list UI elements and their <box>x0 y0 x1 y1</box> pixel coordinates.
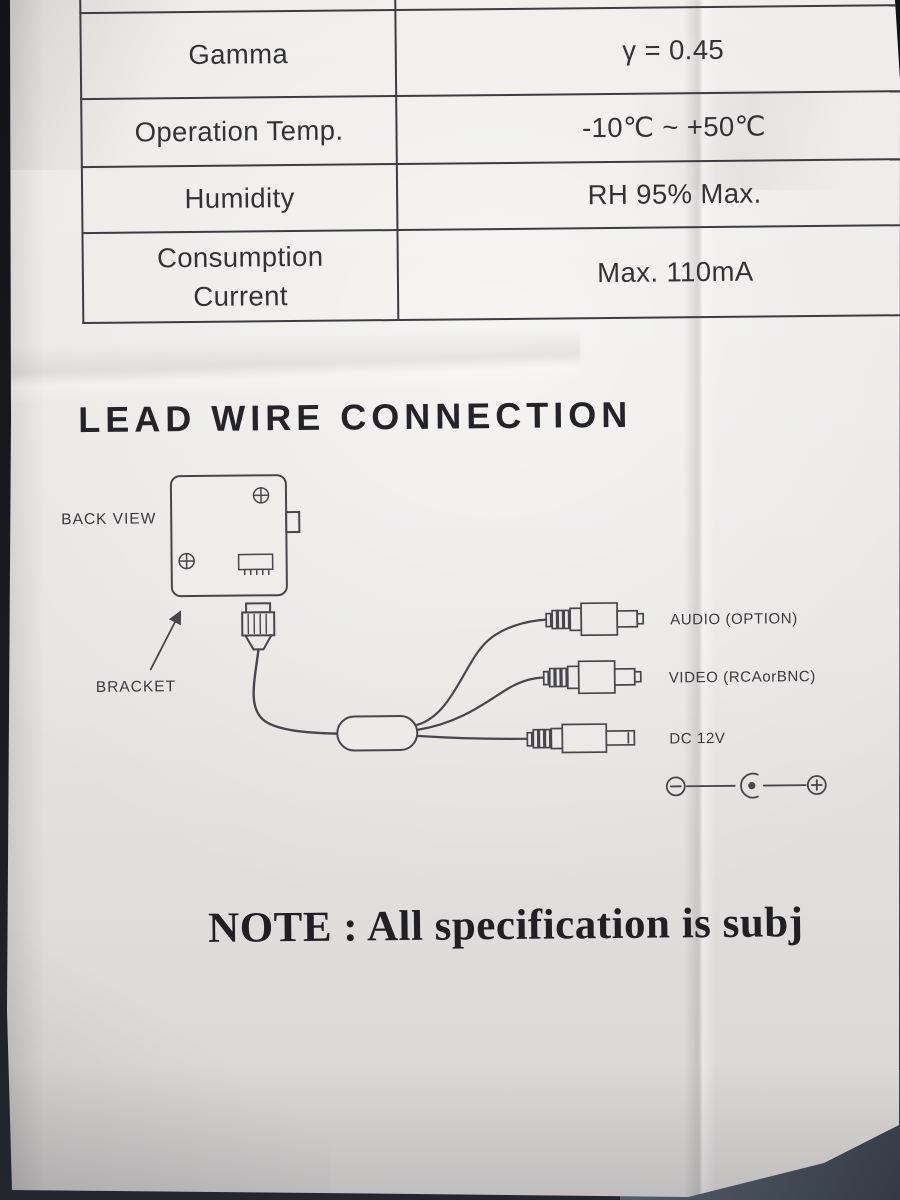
dc-polarity-symbol <box>665 772 827 799</box>
table-row: Consumption Current Max. 110mA <box>82 224 900 324</box>
video-connector-label: VIDEO (RCAorBNC) <box>669 668 816 686</box>
note-text: NOTE : All specification is subj <box>207 899 804 952</box>
ferrite-bead <box>336 715 419 752</box>
spec-value-consumption-current: Max. 110mA <box>397 224 900 321</box>
dc-connector-label: DC 12V <box>669 730 725 748</box>
back-view-label: BACK VIEW <box>61 510 156 528</box>
spec-table: Gamma γ = 0.45 Operation Temp. -10℃ ~ +5… <box>79 0 900 324</box>
spec-label-operation-temp: Operation Temp. <box>81 96 397 168</box>
lead-wire-connection-diagram: BACK VIEW BRACKET AUDIO (OPTION) VIDEO (… <box>61 474 827 799</box>
screw-icon <box>178 552 195 570</box>
cable-main-wire <box>252 648 339 735</box>
camera-back-view <box>169 474 301 598</box>
plus-terminal-icon <box>806 775 827 795</box>
dc-barrel-connector <box>526 723 636 754</box>
spec-label-gamma: Gamma <box>80 10 397 100</box>
spec-label-text: Consumption Current <box>156 240 324 312</box>
spec-value-operation-temp: -10℃ ~ +50℃ <box>396 90 900 165</box>
bracket-label: BRACKET <box>96 678 176 696</box>
screw-icon <box>252 487 270 504</box>
pin-socket <box>237 553 274 576</box>
video-wire <box>416 676 545 731</box>
video-rca-connector <box>542 660 642 695</box>
spec-value-gamma: γ = 0.45 <box>395 4 900 97</box>
side-tab <box>285 510 301 534</box>
minus-terminal-icon <box>665 776 686 797</box>
dc-wire <box>416 734 529 740</box>
table-row: Operation Temp. -10℃ ~ +50℃ <box>81 90 900 168</box>
spec-label-consumption-current: Consumption Current <box>82 230 399 324</box>
audio-connector-label: AUDIO (OPTION) <box>670 610 798 628</box>
table-row: Humidity RH 95% Max. <box>81 158 900 234</box>
bracket-arrow <box>149 610 182 671</box>
table-row: Gamma γ = 0.45 <box>80 4 900 100</box>
section-heading: LEAD WIRE CONNECTION <box>78 393 633 441</box>
audio-rca-connector <box>545 602 645 637</box>
spec-label-humidity: Humidity <box>81 164 398 234</box>
audio-wire <box>416 618 548 726</box>
cable-plug <box>241 602 276 651</box>
spec-value-humidity: RH 95% Max. <box>396 158 900 231</box>
center-pin-dot <box>748 782 756 790</box>
